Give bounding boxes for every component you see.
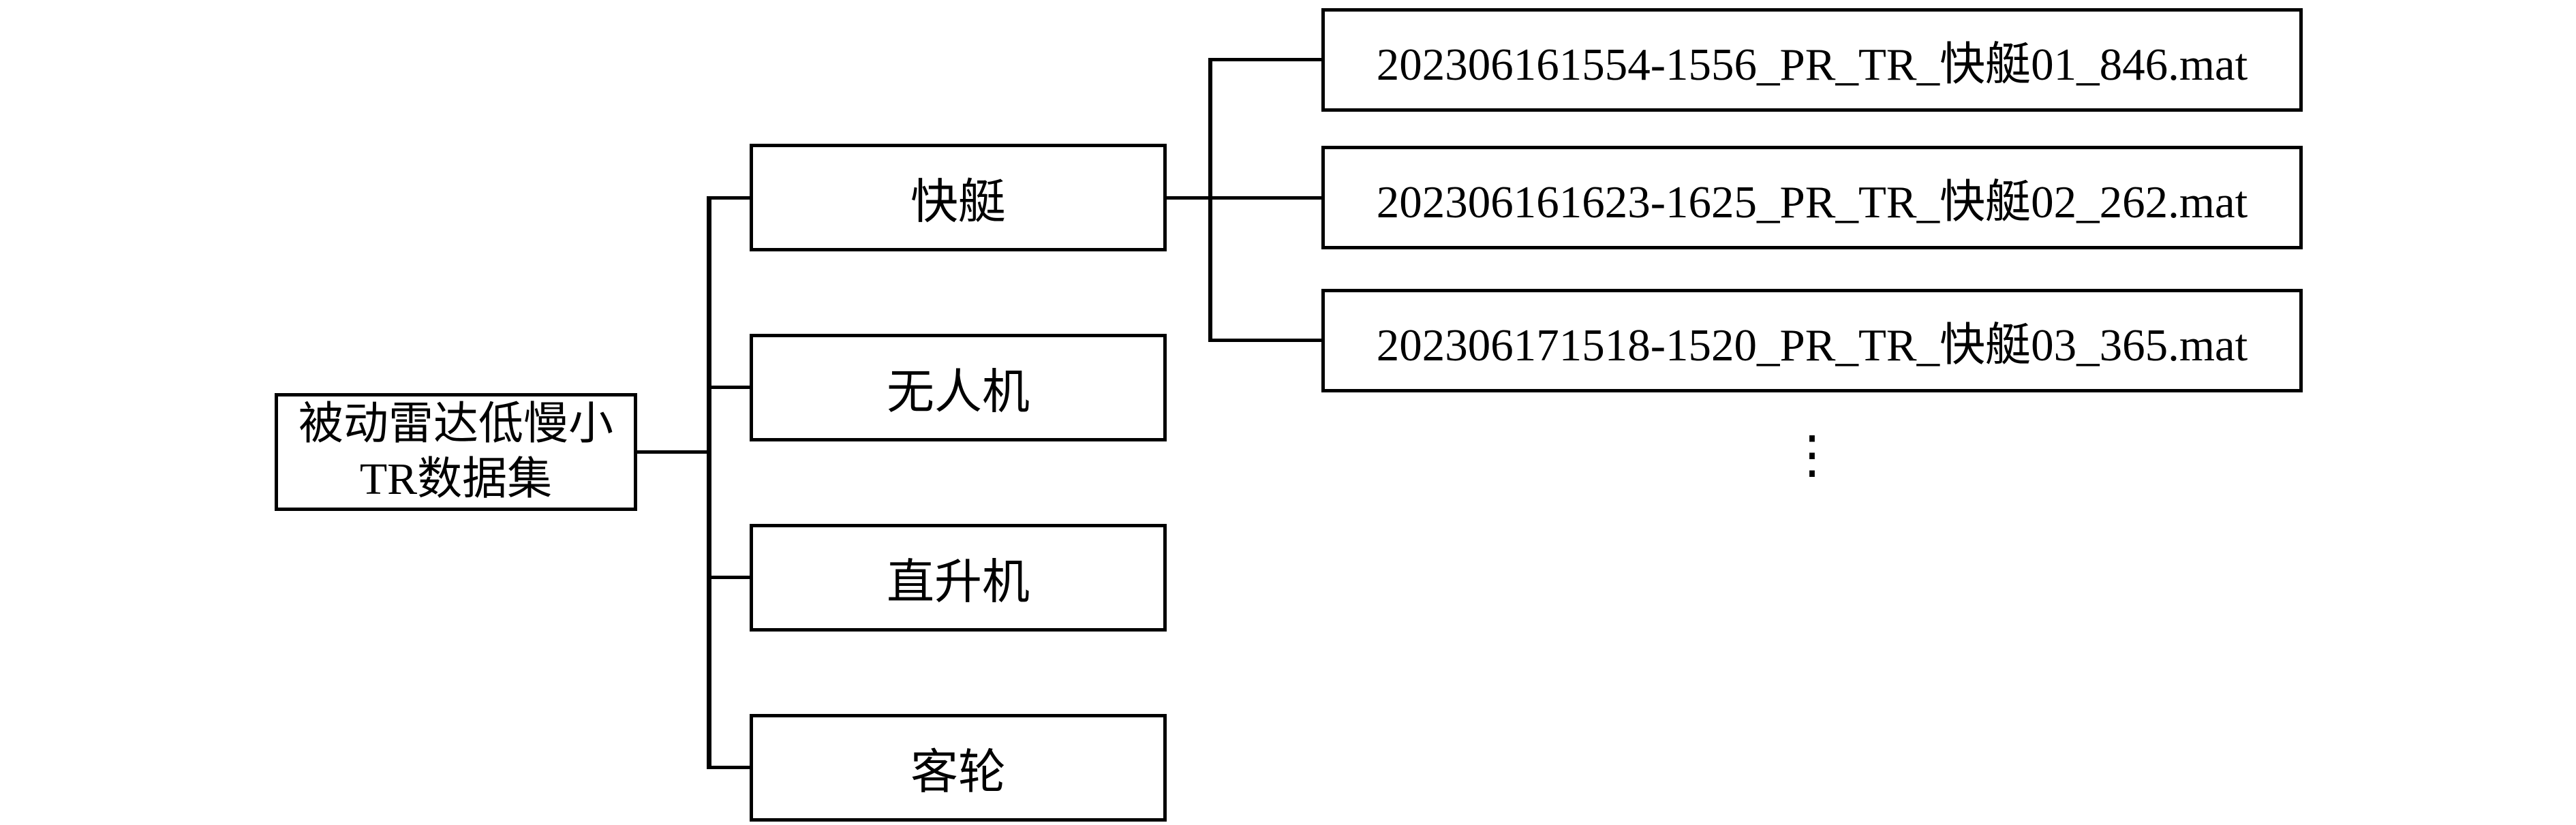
connector-stub-file-2: [1208, 196, 1321, 200]
connector-stub-helicopter: [707, 576, 750, 579]
connector-stub-speedboat: [707, 196, 750, 200]
category-label: 无人机: [887, 366, 1030, 419]
connector-stub-ferry: [707, 766, 750, 769]
category-node-speedboat: 快艇: [750, 144, 1167, 251]
category-node-helicopter: 直升机: [750, 524, 1167, 632]
category-node-drone: 无人机: [750, 334, 1167, 441]
more-files-ellipsis: ⋮: [1786, 426, 1838, 484]
connector-speedboat-to-trunk: [1163, 196, 1212, 200]
connector-category-trunk: [707, 196, 711, 769]
connector-stub-drone: [707, 386, 750, 389]
file-label: 202306161554-1556_PR_TR_快艇01_846.mat: [1376, 39, 2248, 90]
connector-stub-file-3: [1208, 339, 1321, 342]
file-label: 202306171518-1520_PR_TR_快艇03_365.mat: [1376, 320, 2248, 371]
connector-root-to-trunk: [634, 450, 710, 454]
connector-stub-file-1: [1208, 58, 1321, 61]
root-label-line-2: TR数据集: [359, 454, 553, 504]
category-node-ferry: 客轮: [750, 714, 1167, 822]
category-label: 客轮: [910, 746, 1006, 799]
file-node-1: 202306161554-1556_PR_TR_快艇01_846.mat: [1321, 8, 2303, 112]
category-label: 直升机: [887, 556, 1030, 609]
category-label: 快艇: [910, 176, 1006, 229]
root-label-line-1: 被动雷达低慢小: [298, 399, 613, 449]
file-label: 202306161623-1625_PR_TR_快艇02_262.mat: [1376, 176, 2248, 228]
connector-file-trunk: [1208, 58, 1212, 342]
root-node-dataset: 被动雷达低慢小 TR数据集: [275, 393, 637, 511]
file-node-2: 202306161623-1625_PR_TR_快艇02_262.mat: [1321, 146, 2303, 249]
file-node-3: 202306171518-1520_PR_TR_快艇03_365.mat: [1321, 289, 2303, 392]
